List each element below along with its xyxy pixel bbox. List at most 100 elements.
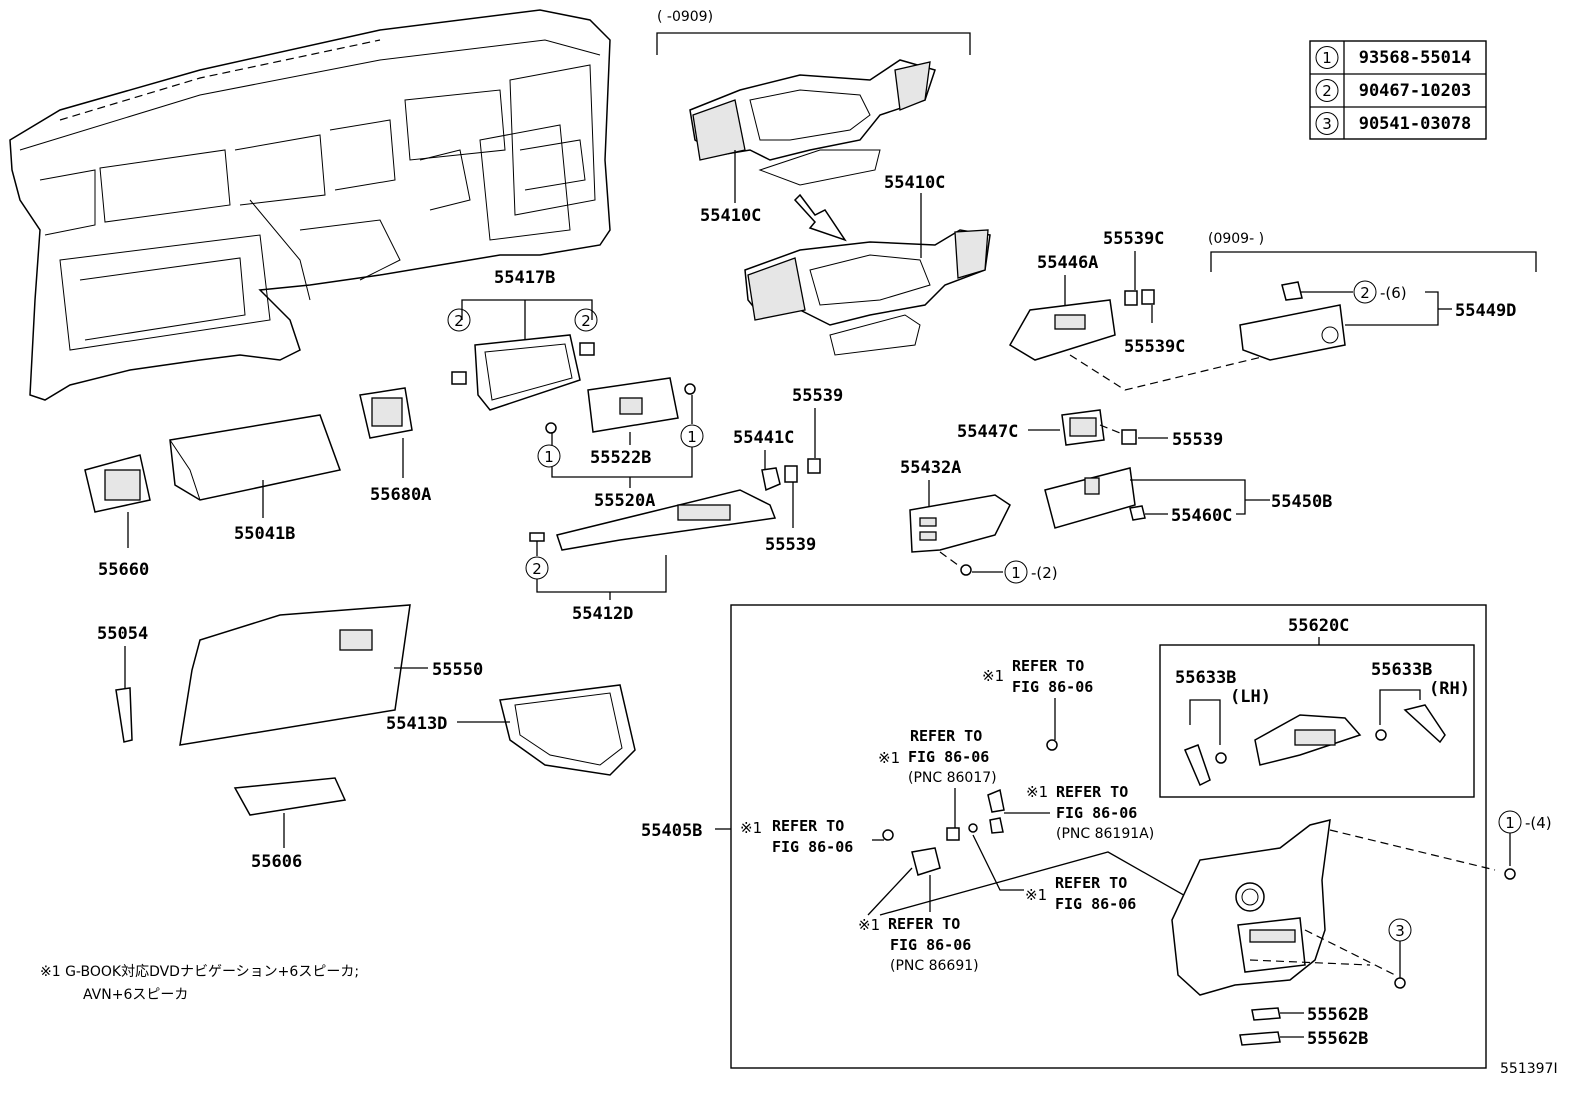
legend-num-2: 2	[1322, 82, 1332, 100]
panel-55449D	[1239, 304, 1346, 361]
label-55441C: 55441C	[733, 428, 794, 448]
label-55041B: 55041B	[234, 524, 295, 544]
label-55562B-b: 55562B	[1307, 1029, 1368, 1049]
svg-text:2: 2	[454, 312, 464, 330]
legend-part-3: 90541-03078	[1359, 114, 1472, 134]
instrument-panel-drawing	[9, 9, 611, 401]
panel-55417B	[474, 334, 581, 411]
sub-assembly-box-55620C	[1159, 644, 1475, 798]
svg-text:2: 2	[1360, 284, 1370, 302]
legend-num-3: 3	[1322, 115, 1332, 133]
ref-note-2: REFER TO ※1 FIG 86-06 (PNC 86017)	[878, 727, 997, 786]
svg-text:REFER TO: REFER TO	[910, 727, 982, 745]
svg-text:FIG 86-06: FIG 86-06	[1056, 804, 1137, 822]
assembly-box-55405B	[730, 604, 1487, 1069]
svg-text:3: 3	[1395, 922, 1405, 940]
fastener-legend-table: 1 2 3 93568-55014 90467-10203 90541-0307…	[1309, 40, 1487, 140]
label-55562B-a: 55562B	[1307, 1005, 1368, 1025]
box-55041B	[169, 414, 341, 501]
screw-callout-1-b: 1	[680, 424, 704, 448]
qty-2: -(2)	[1031, 564, 1058, 582]
svg-text:※1: ※1	[878, 749, 900, 767]
label-55550: 55550	[432, 660, 483, 680]
qty-6: -(6)	[1380, 284, 1407, 302]
bracket-rh	[1403, 704, 1446, 744]
svg-text:FIG 86-06: FIG 86-06	[772, 838, 853, 856]
switch-55539C-b	[1141, 289, 1155, 305]
label-55522B: 55522B	[590, 448, 651, 468]
switch-55539-a	[807, 458, 821, 474]
label-55539-c: 55539	[1172, 430, 1223, 450]
label-55633B-rh: 55633B	[1371, 660, 1432, 680]
switch-55539-b	[784, 465, 798, 483]
label-55054: 55054	[97, 624, 148, 644]
screw-1b	[684, 383, 696, 395]
svg-text:FIG 86-06: FIG 86-06	[1012, 678, 1093, 696]
svg-text:FIG 86-06: FIG 86-06	[908, 748, 989, 766]
label-55417B: 55417B	[494, 268, 555, 288]
clip-right	[579, 342, 595, 356]
label-rh: (RH)	[1429, 679, 1470, 699]
ref-note-4: ※1 REFER TO FIG 86-06	[740, 817, 853, 856]
footnote-line-1: ※1 G-BOOK対応DVDナビゲーション+6スピーカ;	[40, 964, 359, 980]
screw-callout-3: 3	[1388, 918, 1412, 942]
label-55447C: 55447C	[957, 422, 1018, 442]
label-55539C-b: 55539C	[1124, 337, 1185, 357]
label-55413D: 55413D	[386, 714, 447, 734]
clip-callout-2-b: 2	[574, 308, 598, 332]
svg-text:※1: ※1	[982, 667, 1004, 685]
arrow-indicator	[793, 193, 847, 242]
label-55410C-a: 55410C	[700, 206, 761, 226]
svg-text:2: 2	[532, 560, 542, 578]
svg-text:1: 1	[544, 448, 554, 466]
legend-num-1: 1	[1322, 49, 1332, 67]
label-55539-a: 55539	[792, 386, 843, 406]
svg-text:REFER TO: REFER TO	[772, 817, 844, 835]
label-55539C-a: 55539C	[1103, 229, 1164, 249]
svg-text:(PNC 86691): (PNC 86691)	[890, 958, 979, 974]
label-lh: (LH)	[1230, 687, 1271, 707]
svg-text:REFER TO: REFER TO	[1056, 783, 1128, 801]
svg-text:FIG 86-06: FIG 86-06	[1055, 895, 1136, 913]
damper-55054	[115, 687, 133, 743]
svg-text:※1: ※1	[1026, 783, 1048, 801]
panel-55450B	[1044, 467, 1136, 529]
ref-note-6: ※1 REFER TO FIG 86-06 (PNC 86691)	[858, 915, 979, 974]
clip-left	[451, 371, 467, 385]
label-55446A: 55446A	[1037, 253, 1098, 273]
screw-1a	[545, 422, 557, 434]
screw-callout-1-c: 1	[1004, 560, 1028, 584]
label-55620C: 55620C	[1288, 616, 1349, 636]
svg-text:2: 2	[581, 312, 591, 330]
svg-text:(PNC 86191A): (PNC 86191A)	[1056, 826, 1154, 842]
legend-part-2: 90467-10203	[1359, 81, 1472, 101]
label-55520A: 55520A	[594, 491, 655, 511]
label-55460C: 55460C	[1171, 506, 1232, 526]
label-55405B: 55405B	[641, 821, 702, 841]
frame-55413D	[499, 684, 636, 776]
ref-note-1: ※1 REFER TO FIG 86-06	[982, 657, 1093, 696]
label-55412D: 55412D	[572, 604, 633, 624]
switch-55539-c	[1121, 429, 1137, 445]
svg-text:REFER TO: REFER TO	[1055, 874, 1127, 892]
ref-note-5: ※1 REFER TO FIG 86-06	[1025, 874, 1136, 913]
tray-55606	[233, 777, 347, 816]
footnote-line-2: AVN+6スピーカ	[83, 987, 188, 1003]
switch-55441C	[761, 467, 781, 492]
pin-55562B-b	[1239, 1031, 1281, 1046]
svg-text:REFER TO: REFER TO	[1012, 657, 1084, 675]
screw-callout-1-a: 1	[537, 444, 561, 468]
svg-text:※1: ※1	[1025, 886, 1047, 904]
ref-note-3: ※1 REFER TO FIG 86-06 (PNC 86191A)	[1026, 783, 1154, 842]
legend-part-1: 93568-55014	[1359, 48, 1472, 68]
clip-callout-2-d: 2	[1353, 280, 1377, 304]
pin-55562B-a	[1251, 1007, 1281, 1021]
glove-box-55550	[179, 604, 411, 746]
panel-55446A	[1008, 299, 1116, 361]
svg-text:※1: ※1	[740, 819, 762, 837]
bracket-86691	[911, 847, 941, 876]
label-55450B: 55450B	[1271, 492, 1332, 512]
bracket-lh	[1184, 744, 1211, 787]
figure-id: 551397I	[1500, 1061, 1558, 1077]
svg-text:(PNC 86017): (PNC 86017)	[908, 770, 997, 786]
